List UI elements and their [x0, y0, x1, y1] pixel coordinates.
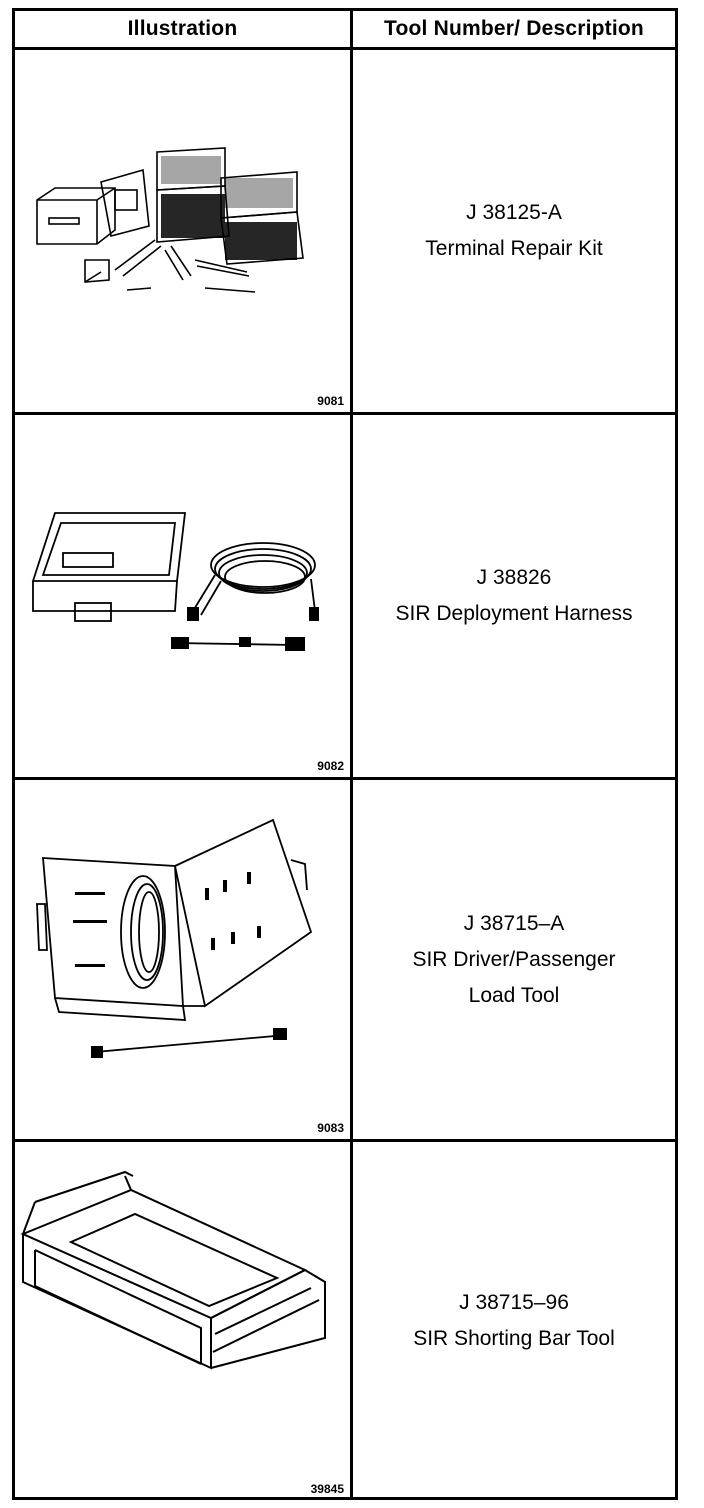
table-row-illustration: 9083: [15, 780, 350, 1139]
table-row-illustration: 39845: [15, 1142, 350, 1500]
tool-number: J 38125-A: [466, 201, 562, 224]
column-divider: [350, 11, 353, 1497]
load-tool-case-icon: [36, 818, 313, 1058]
table-row-description: J 38826 SIR Deployment Harness: [353, 415, 675, 777]
row-divider: [15, 777, 675, 780]
shorting-bar-tool-icon: [20, 1170, 326, 1370]
tool-table: Illustration Tool Number/ Description: [12, 8, 678, 1500]
table-row-description: J 38715–96 SIR Shorting Bar Tool: [353, 1142, 675, 1500]
row-divider: [15, 412, 675, 415]
tool-number: J 38715–96: [459, 1291, 569, 1314]
deployment-harness-icon: [31, 512, 319, 651]
tool-description: SIR Shorting Bar Tool: [413, 1327, 615, 1350]
table-row-description: J 38715–A SIR Driver/Passenger Load Tool: [353, 780, 675, 1139]
row-divider: [15, 1139, 675, 1142]
tool-description-line-2: Load Tool: [468, 983, 560, 1007]
header-divider: [15, 47, 675, 50]
figure-number: 9083: [317, 1121, 344, 1135]
tool-description: Terminal Repair Kit: [425, 237, 603, 260]
figure-number: 9081: [317, 394, 344, 408]
figure-number: 9082: [317, 759, 344, 773]
tool-number: J 38715–A: [463, 911, 565, 935]
illustration-column-header: Illustration: [127, 17, 238, 40]
tool-column-header: Tool Number/ Description: [384, 17, 644, 40]
table-row-illustration: 9081: [15, 50, 350, 412]
tool-number: J 38826: [476, 566, 552, 589]
figure-number: 39845: [310, 1482, 344, 1496]
table-row-description: J 38125-A Terminal Repair Kit: [353, 50, 675, 412]
table-row-illustration: 9082: [15, 415, 350, 777]
terminal-repair-kit-icon: [36, 147, 304, 293]
tool-description-line-1: SIR Driver/Passenger: [412, 947, 616, 971]
tool-description: SIR Deployment Harness: [395, 602, 633, 625]
